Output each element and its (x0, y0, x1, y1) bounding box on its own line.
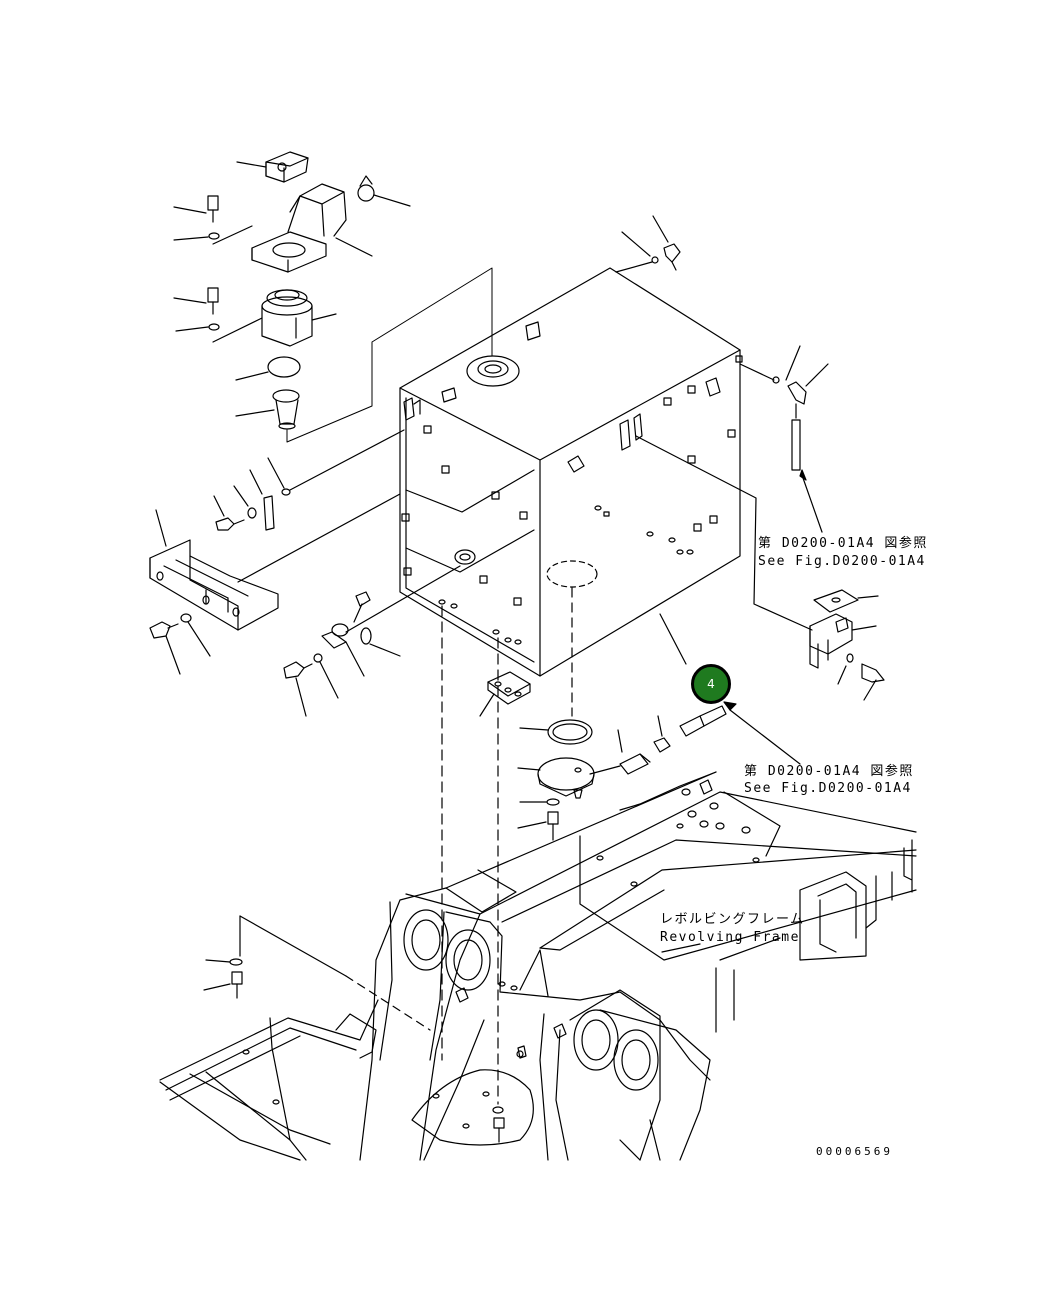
reference-tank-en: See Fig.D0200-01A4 (758, 554, 926, 569)
drain-plug-parts (284, 566, 460, 716)
tank-mounting-bracket-right (636, 436, 884, 700)
bottom-port-parts (480, 672, 800, 840)
drawing-number: 00006569 (816, 1145, 893, 1158)
hydraulic-tank (400, 268, 742, 716)
breather-fittings (616, 216, 828, 532)
reference-frame-en: See Fig.D0200-01A4 (744, 781, 912, 796)
leader-line (237, 162, 266, 167)
part-callout-marker[interactable]: 4 (691, 664, 731, 704)
tank-mounting-bracket-left (150, 430, 404, 674)
reference-frame-jp: 第 D0200-01A4 図参照 (744, 764, 914, 779)
revolving-frame-label-jp: レボルビングフレーム (660, 912, 805, 927)
revolving-frame (160, 606, 916, 1160)
filler-cap-assembly (174, 152, 492, 442)
revolving-frame-label-en: Revolving Frame (660, 930, 800, 945)
reference-tank-jp: 第 D0200-01A4 図参照 (758, 536, 928, 551)
frame-rail-edge (446, 772, 716, 912)
